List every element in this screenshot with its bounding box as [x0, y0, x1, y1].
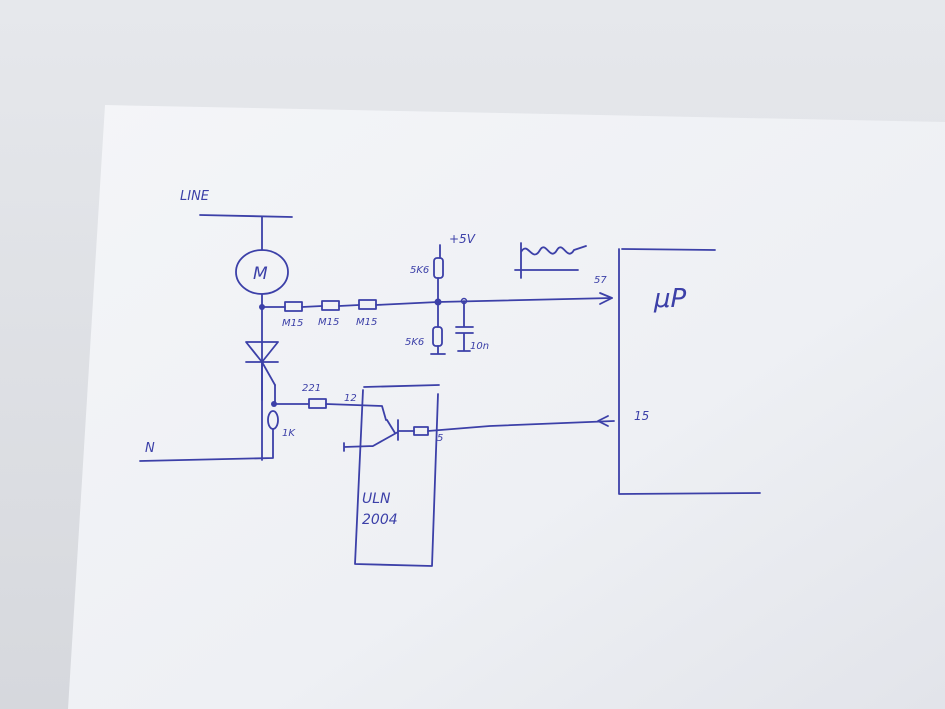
- labels: LINE N M M15 M15 M15 5K6 +5V 5K6 10n 221…: [145, 189, 687, 528]
- label-r-gate: 221: [302, 383, 321, 394]
- label-r1: M15: [282, 318, 303, 329]
- label-supply: +5V: [449, 232, 476, 246]
- label-r3: M15: [356, 317, 377, 328]
- label-r-top: 5K6: [410, 265, 429, 276]
- schematic: [139, 214, 761, 567]
- label-r2: M15: [318, 317, 339, 328]
- label-r-pull: 1K: [282, 428, 296, 439]
- label-pin-15: 15: [634, 409, 649, 423]
- label-pin-5: 5: [437, 433, 443, 444]
- label-pin-12: 12: [344, 393, 357, 404]
- label-driver-line2: 2004: [362, 512, 398, 528]
- label-motor: M: [253, 264, 268, 284]
- label-r-bottom: 5K6: [405, 337, 424, 348]
- label-cap: 10n: [470, 341, 489, 352]
- label-mcu: μP: [653, 284, 687, 314]
- paper-sheet: [68, 105, 945, 709]
- label-pin-57: 57: [594, 275, 607, 286]
- label-driver-line1: ULN: [362, 491, 391, 507]
- label-neutral: N: [145, 441, 155, 456]
- label-line: LINE: [180, 189, 210, 204]
